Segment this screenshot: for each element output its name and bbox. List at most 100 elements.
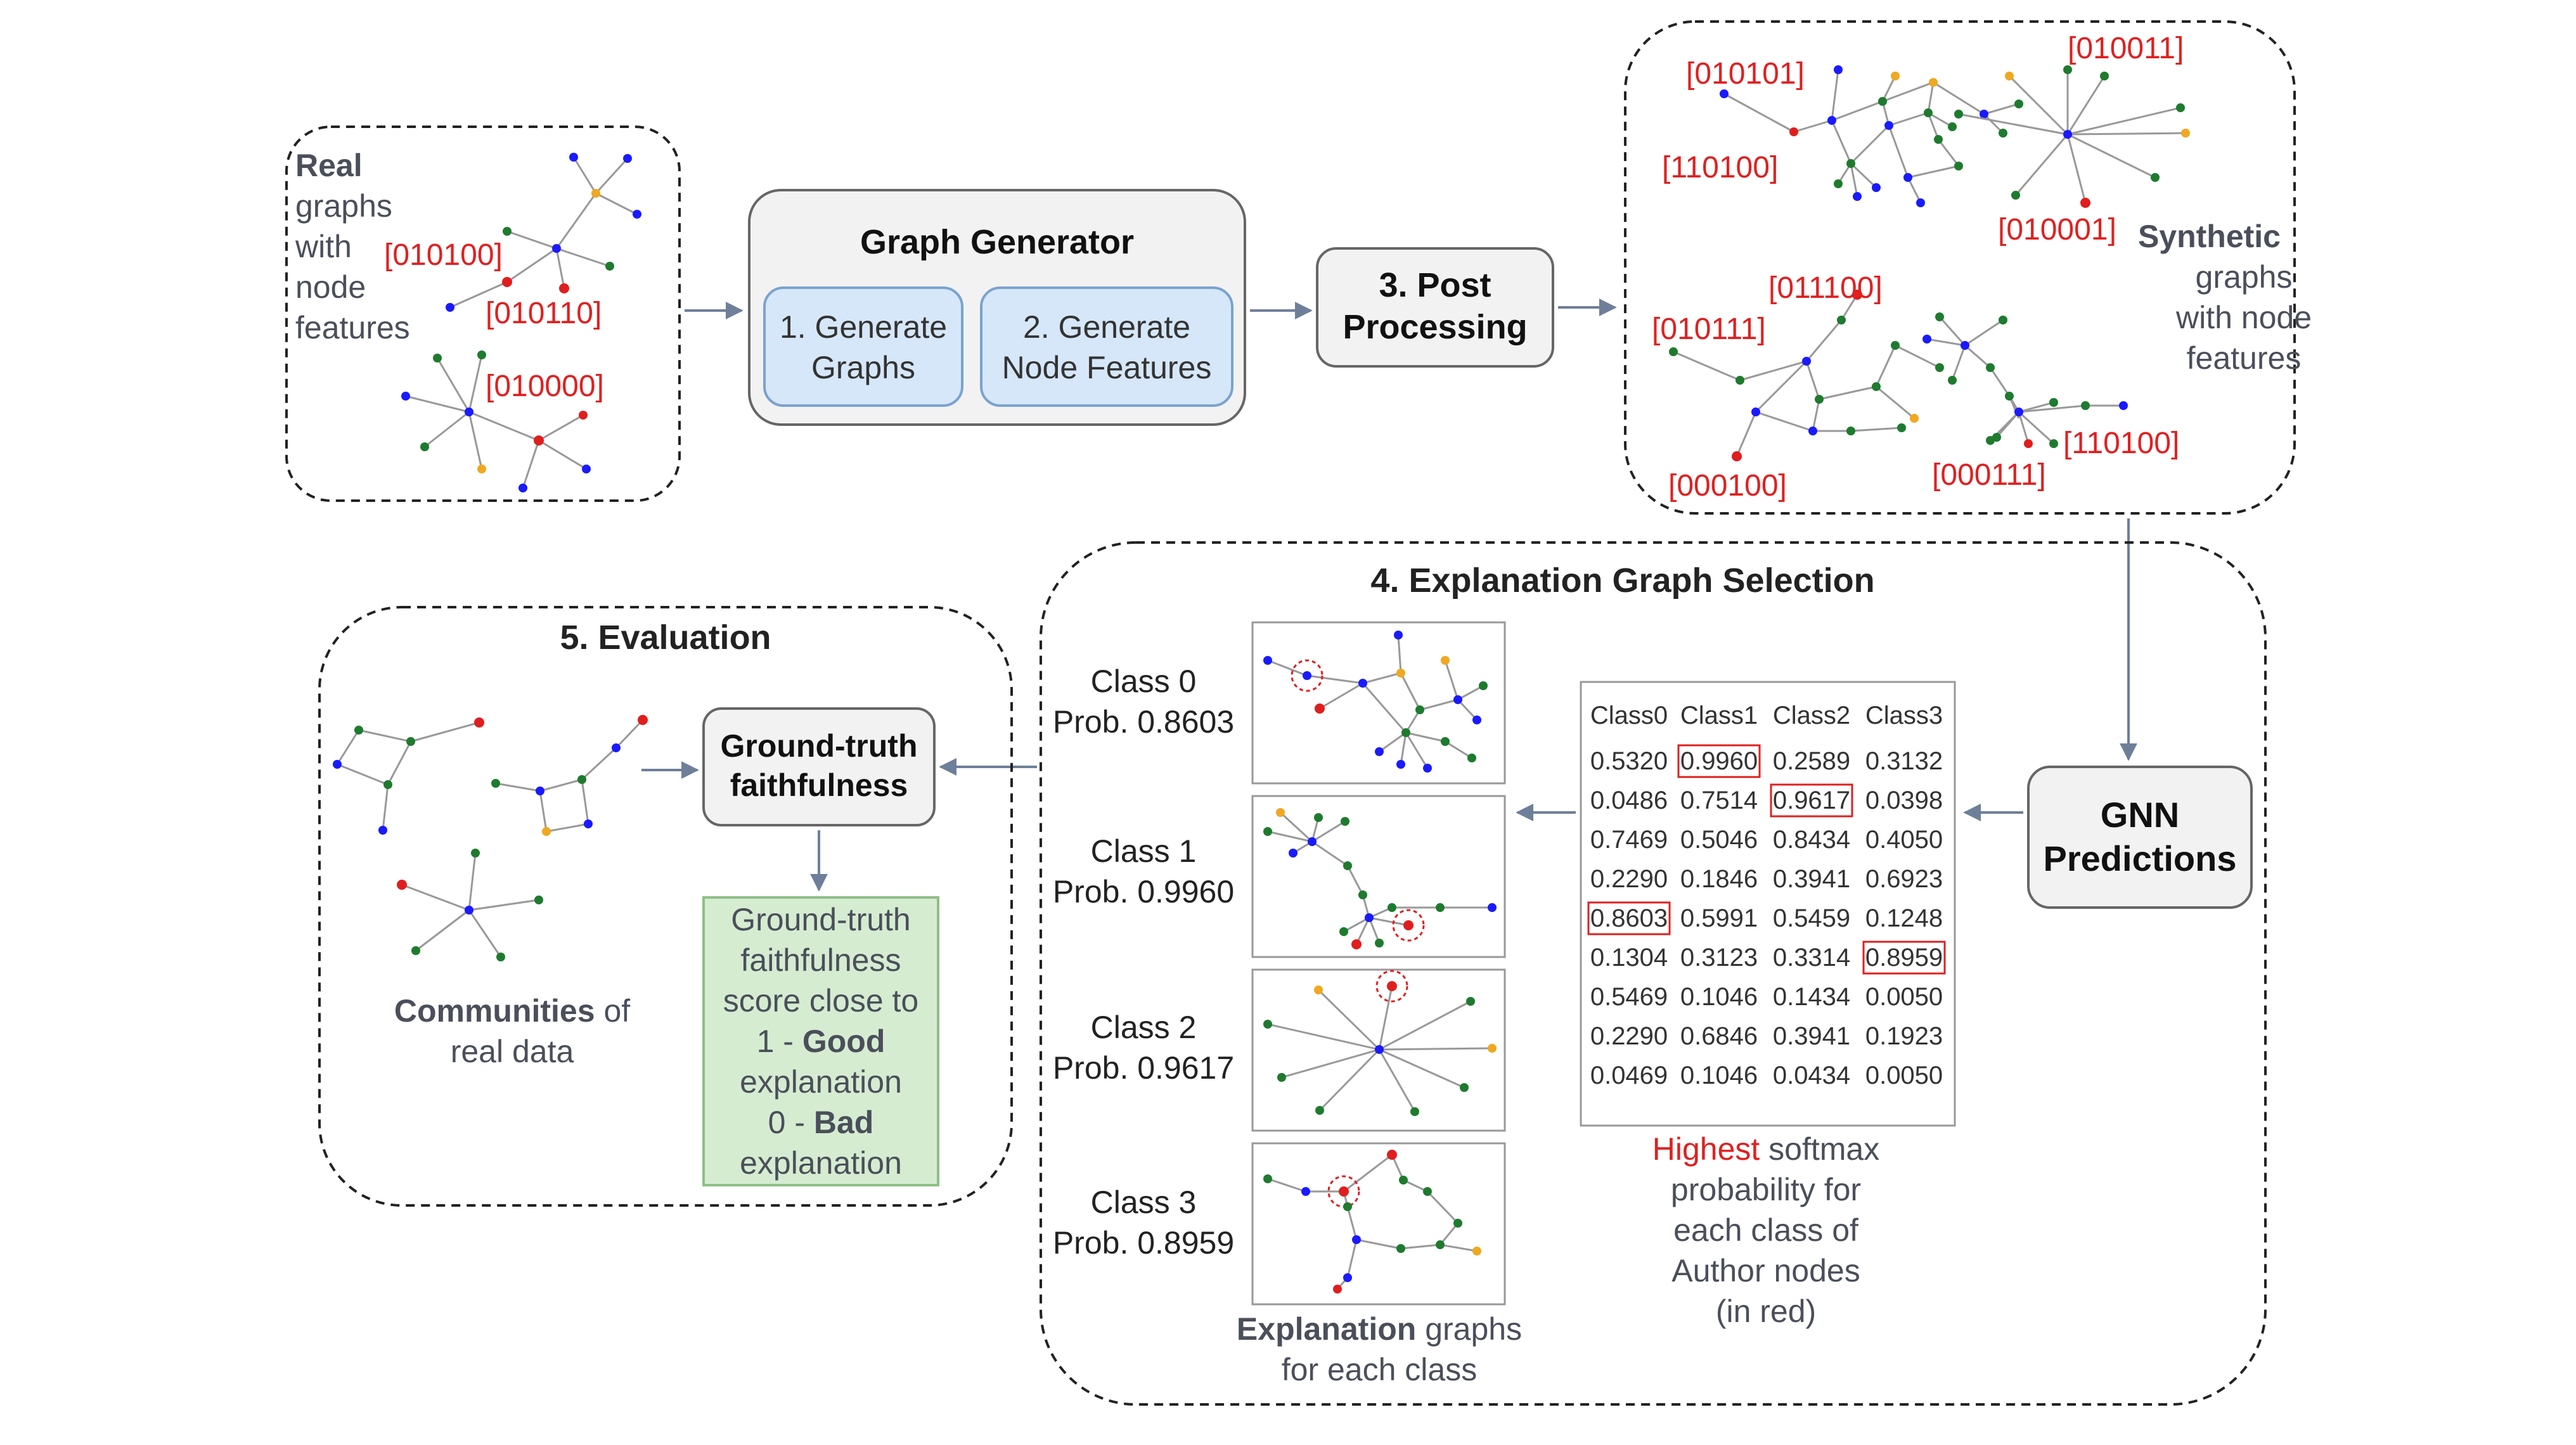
softmax-line-5: (in red) [1716, 1294, 1816, 1329]
table-cell: 0.0469 [1590, 1062, 1668, 1089]
table-cell: 0.1046 [1680, 1062, 1758, 1089]
synthetic-line-1: graphs [2196, 259, 2293, 295]
class-2-label: Class 2 [1091, 1010, 1197, 1045]
table-cell: 0.1923 [1865, 1022, 1943, 1050]
class-0-prob: Prob. 0.8603 [1053, 704, 1234, 740]
bad-prefix: 0 - [768, 1105, 814, 1140]
softmax-rest: softmax [1760, 1131, 1879, 1167]
table-cell: 0.5991 [1680, 904, 1758, 932]
table-cell: 0.3941 [1773, 1022, 1850, 1050]
table-header-cell: Class2 [1773, 702, 1850, 729]
highest-prob-highlight [1677, 744, 1761, 778]
synthetic-graph-a [1723, 69, 2019, 203]
highest-prob-highlight [1862, 941, 1946, 975]
table-cell: 0.1846 [1680, 865, 1758, 893]
table-cell: 0.2589 [1773, 747, 1850, 775]
community-graph-1 [336, 721, 480, 831]
explanation-caption: Explanation graphs [1237, 1311, 1522, 1347]
communities-line-2: real data [451, 1034, 574, 1069]
communities-caption: Communities of [394, 993, 630, 1029]
class-3-edges [1267, 1153, 1478, 1290]
synthetic-graph-c [1673, 294, 1940, 457]
score-line-3: score close to [723, 983, 918, 1018]
table-cell: 0.6923 [1865, 865, 1943, 893]
gnn-predictions-box: GNN Predictions [2027, 766, 2253, 909]
explanation-selection-panel: 4. Explanation Graph Selection Class 0 P… [1040, 541, 2267, 1406]
table-cell: 0.3314 [1773, 944, 1850, 972]
synthetic-feature-2: [010011] [2068, 32, 2184, 65]
explanation-graph-class-1 [1251, 795, 1506, 958]
post-line-1: 3. Post [1379, 266, 1491, 304]
table-cell: 0.9960 [1680, 747, 1758, 775]
class-3-label: Class 3 [1091, 1185, 1197, 1220]
class-2-author-highlight [1375, 970, 1408, 1003]
synthetic-feature-8: [000111] [1932, 458, 2046, 492]
real-line-2: with [295, 229, 352, 264]
step2-line-2: Node Features [1002, 350, 1212, 385]
class-1-nodes [1263, 808, 1497, 949]
synthetic-graph-b-nodes [1954, 65, 2190, 208]
real-graph-2-nodes [401, 350, 591, 492]
softmax-line-4: Author nodes [1671, 1253, 1860, 1288]
real-graphs-panel: Real graphs with node features [285, 125, 681, 502]
faithfulness-score-box [702, 896, 939, 1186]
post-processing-box: 3. Post Processing [1316, 247, 1554, 368]
table-cell: 0.1046 [1680, 983, 1758, 1011]
communities-bold: Communities [394, 993, 595, 1029]
class-2-nodes [1263, 970, 1497, 1116]
class-1-prob: Prob. 0.9960 [1053, 874, 1234, 909]
score-good-line: 1 - Good [757, 1024, 886, 1059]
class-1-label: Class 1 [1091, 833, 1197, 869]
table-cell: 0.0486 [1590, 787, 1668, 814]
ground-truth-faithfulness-box [702, 707, 936, 826]
softmax-line-2: probability for [1671, 1172, 1861, 1207]
good-bold: Good [802, 1024, 886, 1059]
community-graph-3 [401, 852, 539, 958]
class-1-edges [1267, 811, 1492, 945]
graph-generator-box: Graph Generator 1. Generate Graphs 2. Ge… [748, 189, 1246, 426]
class-3-nodes [1263, 1150, 1481, 1294]
communities-rest: of [595, 993, 631, 1029]
community-graph-3-nodes [397, 849, 543, 961]
table-cell: 0.1434 [1773, 983, 1850, 1011]
score-line-1: Ground-truth [731, 902, 910, 937]
table-cell: 0.5459 [1773, 904, 1850, 932]
real-graph-2 [405, 354, 587, 489]
generate-features-step [980, 286, 1233, 407]
explanation-caption-bold: Explanation [1237, 1311, 1416, 1347]
table-cell: 0.0434 [1773, 1062, 1850, 1089]
table-cell: 0.2290 [1590, 1022, 1668, 1050]
table-cell: 0.4050 [1865, 826, 1943, 854]
generate-graphs-step [763, 286, 963, 407]
community-graph-2-nodes [491, 715, 648, 836]
score-bad-line: 0 - Bad [768, 1105, 874, 1140]
real-feature-2: [010110] [486, 297, 602, 330]
gt-line-1: Ground-truth [720, 728, 917, 764]
real-feature-3: [010000] [486, 369, 604, 403]
class-0-label: Class 0 [1091, 664, 1197, 699]
synthetic-feature-7: [000100] [1668, 469, 1787, 503]
class-2-edges [1267, 986, 1493, 1112]
synthetic-title: Synthetic [2138, 219, 2281, 254]
synthetic-feature-9: [110100] [2063, 427, 2179, 460]
real-feature-1: [010100] [384, 238, 503, 272]
synthetic-graph-b [1958, 70, 2186, 203]
synthetic-line-2: with node [2175, 300, 2312, 335]
real-line-1: graphs [295, 188, 392, 224]
table-cell: 0.0050 [1865, 1062, 1943, 1089]
real-title: Real [295, 148, 363, 183]
table-cell: 0.5469 [1590, 983, 1668, 1011]
explanation-graph-class-3 [1251, 1142, 1506, 1306]
gt-line-2: faithfulness [730, 767, 908, 803]
table-header-cell: Class1 [1680, 702, 1758, 729]
score-explanation-1: explanation [740, 1064, 902, 1100]
step1-line-2: Graphs [811, 350, 915, 385]
class-0-nodes [1263, 631, 1488, 773]
table-cell: 0.0050 [1865, 983, 1943, 1011]
table-cell: 0.8434 [1773, 826, 1850, 854]
bad-bold: Bad [814, 1105, 873, 1140]
community-graph-2 [495, 719, 644, 833]
synthetic-feature-3: [110100] [1662, 151, 1778, 184]
score-line-2: faithfulness [741, 942, 901, 978]
